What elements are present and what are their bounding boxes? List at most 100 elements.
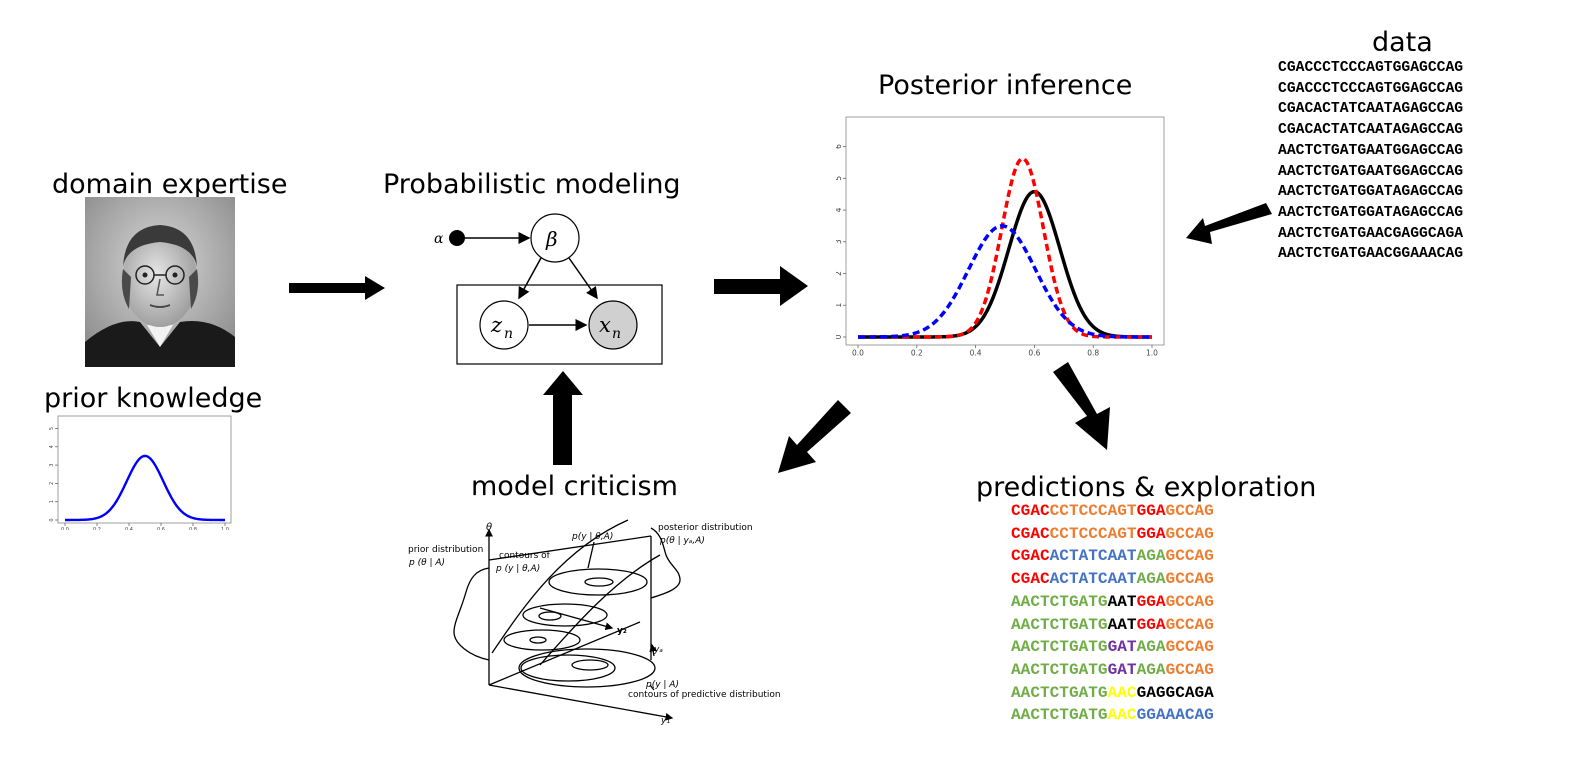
contours-expr-label: p (y | θ,A)	[495, 564, 540, 574]
x-tick-label: 1.0	[1146, 349, 1158, 358]
arrow-inference-to-predictions	[1053, 362, 1110, 450]
sequence-segment: GCCAG	[1165, 660, 1214, 679]
sequence-segment: AGA	[1136, 638, 1166, 657]
criticism-figure-text: θ prior distribution p (θ | A) p(y | θ,A…	[408, 522, 781, 726]
yd-label: yₐ	[653, 645, 663, 655]
sequence-segment: AACTCTGATG	[1011, 615, 1108, 634]
alpha-node	[449, 230, 465, 246]
sequence-segment: GGAAACAG	[1136, 706, 1214, 725]
sequence-segment: CGAC	[1011, 547, 1050, 566]
beta-node	[530, 213, 580, 263]
sequence-segment: ACTATCAAT	[1049, 547, 1137, 566]
y-tick-label: 2	[836, 271, 843, 276]
sequence-segment: GAGGCAGA	[1136, 683, 1214, 702]
z-node	[479, 300, 529, 350]
prior-distribution-label: prior distribution	[408, 545, 483, 555]
sequence-segment: AACTCTGATG	[1011, 706, 1108, 725]
data-sequence-row: AACTCTGATGGATAGAGCCAG	[1278, 184, 1464, 201]
sequence-segment: AAT	[1107, 615, 1137, 634]
y-tick-label: 5	[49, 427, 55, 430]
data-sequence-row: AACTCTGATGAATGGAGCCAG	[1278, 142, 1464, 159]
likelihood-expr-label: p(y | θ,A)	[571, 532, 613, 542]
data-sequence-row: AACTCTGATGAACGGAAACAG	[1278, 246, 1464, 263]
y-tick-label: 5	[836, 176, 843, 181]
sequence-segment: AACTCTGATG	[1011, 683, 1108, 702]
x-symbol: x	[599, 313, 611, 337]
sequence-segment: AGA	[1136, 570, 1166, 589]
prediction-sequence-row: AACTCTGATGAATGGAGCCAG	[1011, 591, 1214, 614]
criticism-figure	[453, 519, 681, 721]
model-criticism-label: model criticism	[471, 471, 678, 502]
prediction-sequence-row: AACTCTGATGGATAGAGCCAG	[1011, 636, 1214, 659]
y-tick-label: 3	[836, 239, 843, 244]
sequence-segment: GCCAG	[1165, 638, 1214, 657]
sequence-segment: AGA	[1136, 547, 1166, 566]
x-tick-label: 0.0	[852, 349, 864, 358]
sequence-segment: AAC	[1107, 683, 1137, 702]
scientist-portrait-image	[85, 197, 235, 367]
y-tick-label: 1	[49, 500, 55, 503]
x-node	[588, 300, 638, 350]
posterior-inference-chart: 0.00.20.40.60.81.00123456	[836, 116, 1165, 358]
x-tick-label: 0.8	[1087, 349, 1099, 358]
domain-expertise-label: domain expertise	[52, 169, 288, 200]
contours-of-label: contours of	[499, 551, 551, 561]
posterior-distribution-label: posterior distribution	[658, 523, 753, 533]
chart-frame	[845, 116, 1165, 346]
x-subscript: n	[612, 326, 621, 342]
sequence-segment: GGA	[1136, 592, 1166, 611]
data-sequence-row: CGACCCTCCCAGTGGAGCCAG	[1278, 60, 1464, 76]
x-tick-label: 1.0	[221, 527, 229, 530]
sequence-segment: GAT	[1107, 660, 1137, 679]
y-tick-label: 1	[836, 303, 843, 308]
x-tick-label: 0.6	[1028, 349, 1040, 358]
prior-knowledge-label: prior knowledge	[44, 383, 263, 414]
chart-frame	[57, 415, 232, 524]
data-sequence-row: AACTCTGATGAATGGAGCCAG	[1278, 163, 1464, 180]
prediction-sequence-row: AACTCTGATGAATGGAGCCAG	[1011, 614, 1214, 637]
data-label: data	[1372, 27, 1433, 58]
data-sequence-row: AACTCTGATGAACGAGGCAGA	[1278, 225, 1464, 242]
data-sequence-row: AACTCTGATGGATAGAGCCAG	[1278, 204, 1464, 221]
x-tick-label: 0.2	[93, 527, 101, 530]
prediction-sequence-row: AACTCTGATGGATAGAGCCAG	[1011, 659, 1214, 682]
beta-symbol: β	[545, 227, 558, 251]
edge-beta-z	[518, 257, 542, 300]
sequence-segment: GCCAG	[1165, 524, 1214, 543]
sequence-segment: GCCAG	[1165, 570, 1214, 589]
x-tick-label: 0.4	[125, 527, 133, 530]
predictions-exploration-label: predictions & exploration	[976, 472, 1317, 503]
predictive-distribution-label: contours of predictive distribution	[628, 690, 781, 700]
sequence-segment: CGAC	[1011, 502, 1050, 520]
y-tick-label: 4	[836, 207, 843, 212]
x-tick-label: 0.6	[157, 527, 165, 530]
z-subscript: n	[504, 326, 513, 342]
y1-axis-label: y₁	[660, 716, 670, 726]
y2-axis-label: y₂	[617, 626, 627, 636]
sequence-segment: CGAC	[1011, 524, 1050, 543]
prediction-sequence-row: CGACACTATCAATAGAGCCAG	[1011, 545, 1214, 568]
plate-box	[456, 284, 663, 365]
sequence-segment: AAC	[1107, 706, 1137, 725]
prediction-sequence-row: AACTCTGATGAACGGAAACAG	[1011, 704, 1214, 727]
edge-beta-x	[568, 257, 598, 300]
prior-expr-label: p (θ | A)	[408, 558, 445, 568]
prediction-sequence-row: AACTCTGATGAACGAGGCAGA	[1011, 682, 1214, 705]
sequence-segment: GGA	[1136, 502, 1166, 520]
x-tick-label: 0.8	[189, 527, 197, 530]
y-tick-label: 0	[836, 334, 843, 339]
arrow-data-to-inference	[1186, 203, 1272, 244]
x-tick-label: 0.2	[911, 349, 923, 358]
series-line-1	[858, 156, 1152, 339]
sequence-segment: GCCAG	[1165, 615, 1214, 634]
probabilistic-modeling-label: Probabilistic modeling	[383, 169, 681, 200]
series-line-0	[64, 454, 226, 522]
posterior-expr-label: p(θ | yₐ,A)	[659, 536, 705, 546]
x-tick-label: 0.4	[970, 349, 982, 358]
data-sequence-row: CGACACTATCAATAGAGCCAG	[1278, 101, 1464, 118]
prediction-sequence-row: CGACCCTCCCAGTGGAGCCAG	[1011, 523, 1214, 546]
